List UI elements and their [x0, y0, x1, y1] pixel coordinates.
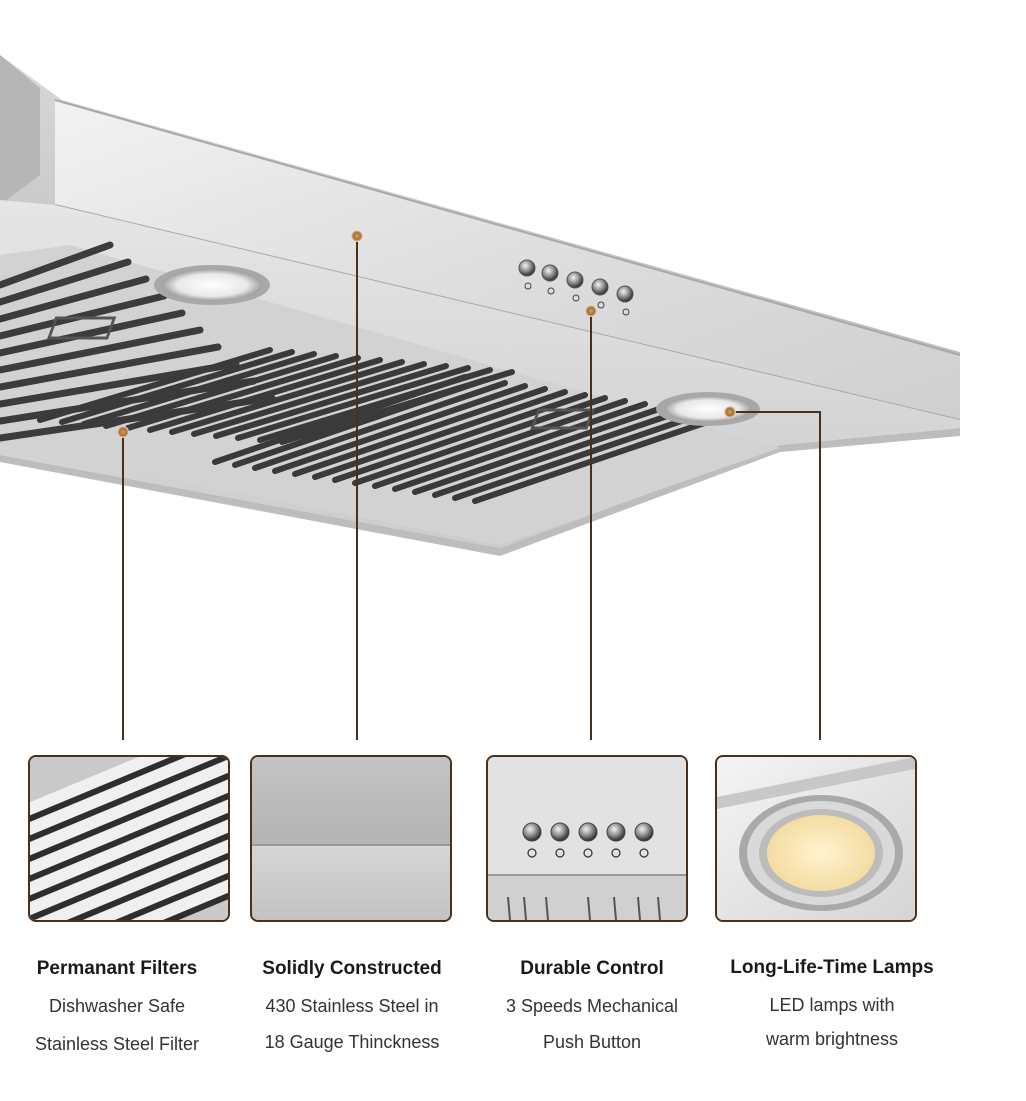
- callout-markers: [117, 230, 736, 438]
- control-panel: [518, 259, 634, 316]
- feature-lamps: Long-Life-Time Lamps LED lamps with warm…: [707, 957, 957, 1050]
- feature-title: Permanant Filters: [36, 958, 198, 979]
- control-closeup-image: [486, 755, 688, 922]
- feature-description-line: Stainless Steel Filter: [34, 1034, 200, 1054]
- feature-title: Long-Life-Time Lamps: [730, 957, 934, 978]
- feature-title: Solidly Constructed: [262, 958, 442, 979]
- feature-filters: Permanant Filters Dishwasher Safe Stainl…: [0, 958, 242, 1055]
- lamp-left: [154, 265, 270, 305]
- feature-construction: Solidly Constructed 430 Stainless Steel …: [227, 958, 477, 1053]
- feature-description-line: Push Button: [542, 1032, 642, 1052]
- feature-description-line: LED lamps with: [769, 995, 895, 1015]
- feature-control: Durable Control 3 Speeds Mechanical Push…: [467, 958, 717, 1053]
- feature-description-line: 18 Gauge Thinckness: [264, 1032, 440, 1052]
- lamp-closeup-image: [715, 755, 917, 922]
- feature-title: Durable Control: [520, 958, 664, 979]
- steel-panel-closeup-image: [250, 755, 452, 922]
- filter-slats: [0, 241, 728, 504]
- lamp-right: [656, 392, 760, 426]
- filter-closeup-image: [28, 755, 230, 922]
- feature-description-line: 430 Stainless Steel in: [265, 996, 439, 1016]
- feature-description-line: 3 Speeds Mechanical: [505, 996, 679, 1016]
- feature-description-line: warm brightness: [765, 1029, 899, 1049]
- range-hood-illustration: [0, 55, 961, 740]
- feature-description-line: Dishwasher Safe: [48, 996, 186, 1016]
